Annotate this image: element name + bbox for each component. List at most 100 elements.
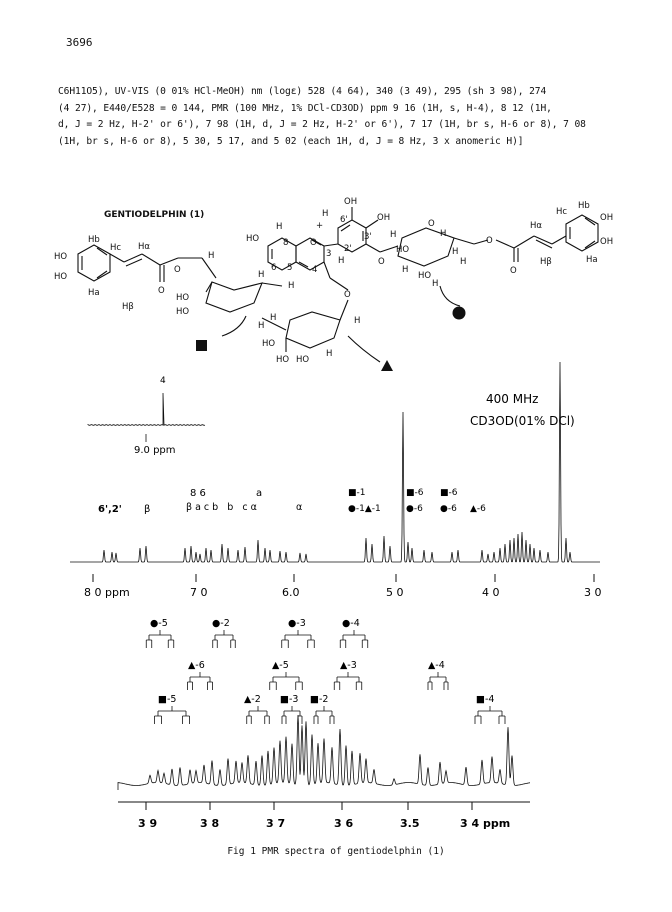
struct-label: H: [270, 313, 276, 323]
struct-label: HO: [246, 234, 259, 244]
peak-label: α: [296, 502, 302, 513]
struct-label: HO: [54, 272, 67, 282]
multiplet-tree: [145, 630, 175, 648]
multiplet-tree: [313, 706, 335, 724]
assignment-label: ■-2: [310, 694, 328, 705]
main-spectrum: 400 MHz CD3OD(01% DCl) 4 9.0 ppm 6',2' β…: [70, 361, 602, 599]
axis-tick-label: 5 0: [386, 586, 404, 599]
axis-tick-label: 3.5: [400, 817, 420, 830]
assignment-label: ▲-6: [188, 660, 205, 671]
struct-label: H: [326, 349, 332, 359]
struct-label: O: [486, 236, 493, 246]
anomeric-label: ▲-6: [470, 504, 486, 514]
struct-label: H: [288, 281, 294, 291]
expanded-axis-labels: 3 9 3 8 3 7 3 6 3.5 3 4 ppm: [138, 817, 510, 830]
struct-label: 5: [287, 263, 292, 273]
axis-tick-label: 8 0 ppm: [84, 586, 130, 599]
glucose-triangle-ring: [285, 311, 341, 349]
multiplet-trees: [145, 630, 506, 724]
right-caffeoyl-ring: [565, 214, 599, 252]
struct-label: Hα: [138, 242, 150, 252]
assignment-label: ▲-2: [244, 694, 261, 705]
struct-label: O: [378, 257, 385, 267]
figure-caption: Fig 1 PMR spectra of gentiodelphin (1): [227, 846, 445, 857]
solvent-label: CD3OD(01% DCl): [470, 414, 575, 428]
struct-label: O: [174, 265, 181, 275]
paragraph-line: d, J = 2 Hz, H-2' or 6'), 7 98 (1H, d, J…: [58, 119, 586, 130]
anomeric-label: ■-6: [440, 488, 458, 498]
struct-label: H: [258, 321, 264, 331]
multiplet-tree: [246, 706, 270, 724]
peak-label: β a c b b c α: [186, 502, 257, 513]
struct-label: H: [322, 209, 328, 219]
main-spectrum-trace: [70, 361, 600, 563]
square-marker-icon: [196, 340, 207, 351]
struct-label: H: [460, 257, 466, 267]
struct-label: H: [390, 230, 396, 240]
field-strength-label: 400 MHz: [486, 392, 538, 406]
struct-label: Hβ: [122, 302, 134, 312]
anomeric-label: ●-6: [440, 504, 457, 514]
struct-label: O: [510, 266, 517, 276]
inset-peak-label: 4: [160, 376, 166, 386]
multiplet-tree: [187, 672, 213, 690]
structure-labels: HO HO Hb Hc Hα Ha Hβ O O H HO HO H HO H …: [54, 197, 613, 365]
left-caffeoyl-ring: [77, 244, 111, 282]
struct-label: 6: [271, 263, 276, 273]
multiplet-tree: [212, 630, 236, 648]
assignment-label: ●-4: [342, 618, 360, 629]
struct-label: HO: [418, 271, 431, 281]
glucose-circle-ring: [397, 227, 455, 267]
arrow-square: [221, 315, 247, 337]
struct-label: Hb: [88, 235, 100, 245]
anomeric-label: ●-1▲-1: [348, 504, 381, 514]
struct-label: H: [338, 256, 344, 266]
assignment-label: ▲-5: [272, 660, 289, 671]
struct-label: HO: [176, 293, 189, 303]
struct-label: 8: [283, 238, 288, 248]
assignment-label: ▲-3: [340, 660, 357, 671]
axis-tick-label: 6.0: [282, 586, 300, 599]
struct-label: H: [402, 265, 408, 275]
assignment-label: ●-3: [288, 618, 306, 629]
axis-tick-label: 3 9: [138, 817, 157, 830]
assignment-label: ■-5: [158, 694, 176, 705]
assignment-label: ▲-4: [428, 660, 445, 671]
axis-tick-label: 3 6: [334, 817, 353, 830]
triangle-marker-icon: [381, 360, 393, 371]
paragraph-line: C6H11O5), UV-VIS (0 01% HCl-MeOH) nm (lo…: [58, 86, 547, 97]
multiplet-tree: [333, 672, 363, 690]
struct-label: 6': [340, 215, 348, 225]
struct-label: H: [452, 247, 458, 257]
struct-label: HO: [276, 355, 289, 365]
main-axis-labels: 8 0 ppm 7 0 6.0 5 0 4 0 3 0: [84, 586, 602, 599]
struct-label: Hc: [556, 207, 567, 217]
expanded-spectrum-trace: [117, 714, 530, 790]
struct-label: H: [354, 316, 360, 326]
struct-label: Ha: [88, 288, 100, 298]
struct-label: O: [158, 286, 165, 296]
circle-marker-icon: [452, 306, 466, 320]
struct-label: 4: [312, 265, 317, 275]
peak-label: 6',2': [98, 504, 122, 515]
arrow-circle: [439, 285, 461, 307]
multiplet-tree: [474, 706, 506, 724]
multiplet-tree: [281, 706, 303, 724]
struct-label: H: [258, 270, 264, 280]
assignment-label: ●-5: [150, 618, 168, 629]
struct-label: Hc: [110, 243, 121, 253]
anomeric-label: ●-6: [406, 504, 423, 514]
struct-label: HO: [54, 252, 67, 262]
struct-label: H: [440, 229, 446, 239]
multiplet-tree: [281, 630, 315, 648]
assignment-label: ■-4: [476, 694, 494, 705]
struct-label: Hα: [530, 221, 542, 231]
axis-tick-label: 3 0: [584, 586, 602, 599]
struct-label: HO: [296, 355, 309, 365]
struct-label: HO: [396, 245, 409, 255]
axis-tick-label: 3 8: [200, 817, 219, 830]
assignment-label: ■-3: [280, 694, 298, 705]
axis-tick-label: 3 7: [266, 817, 285, 830]
peak-label: 8 6: [190, 488, 206, 499]
struct-label: 3': [364, 232, 372, 242]
